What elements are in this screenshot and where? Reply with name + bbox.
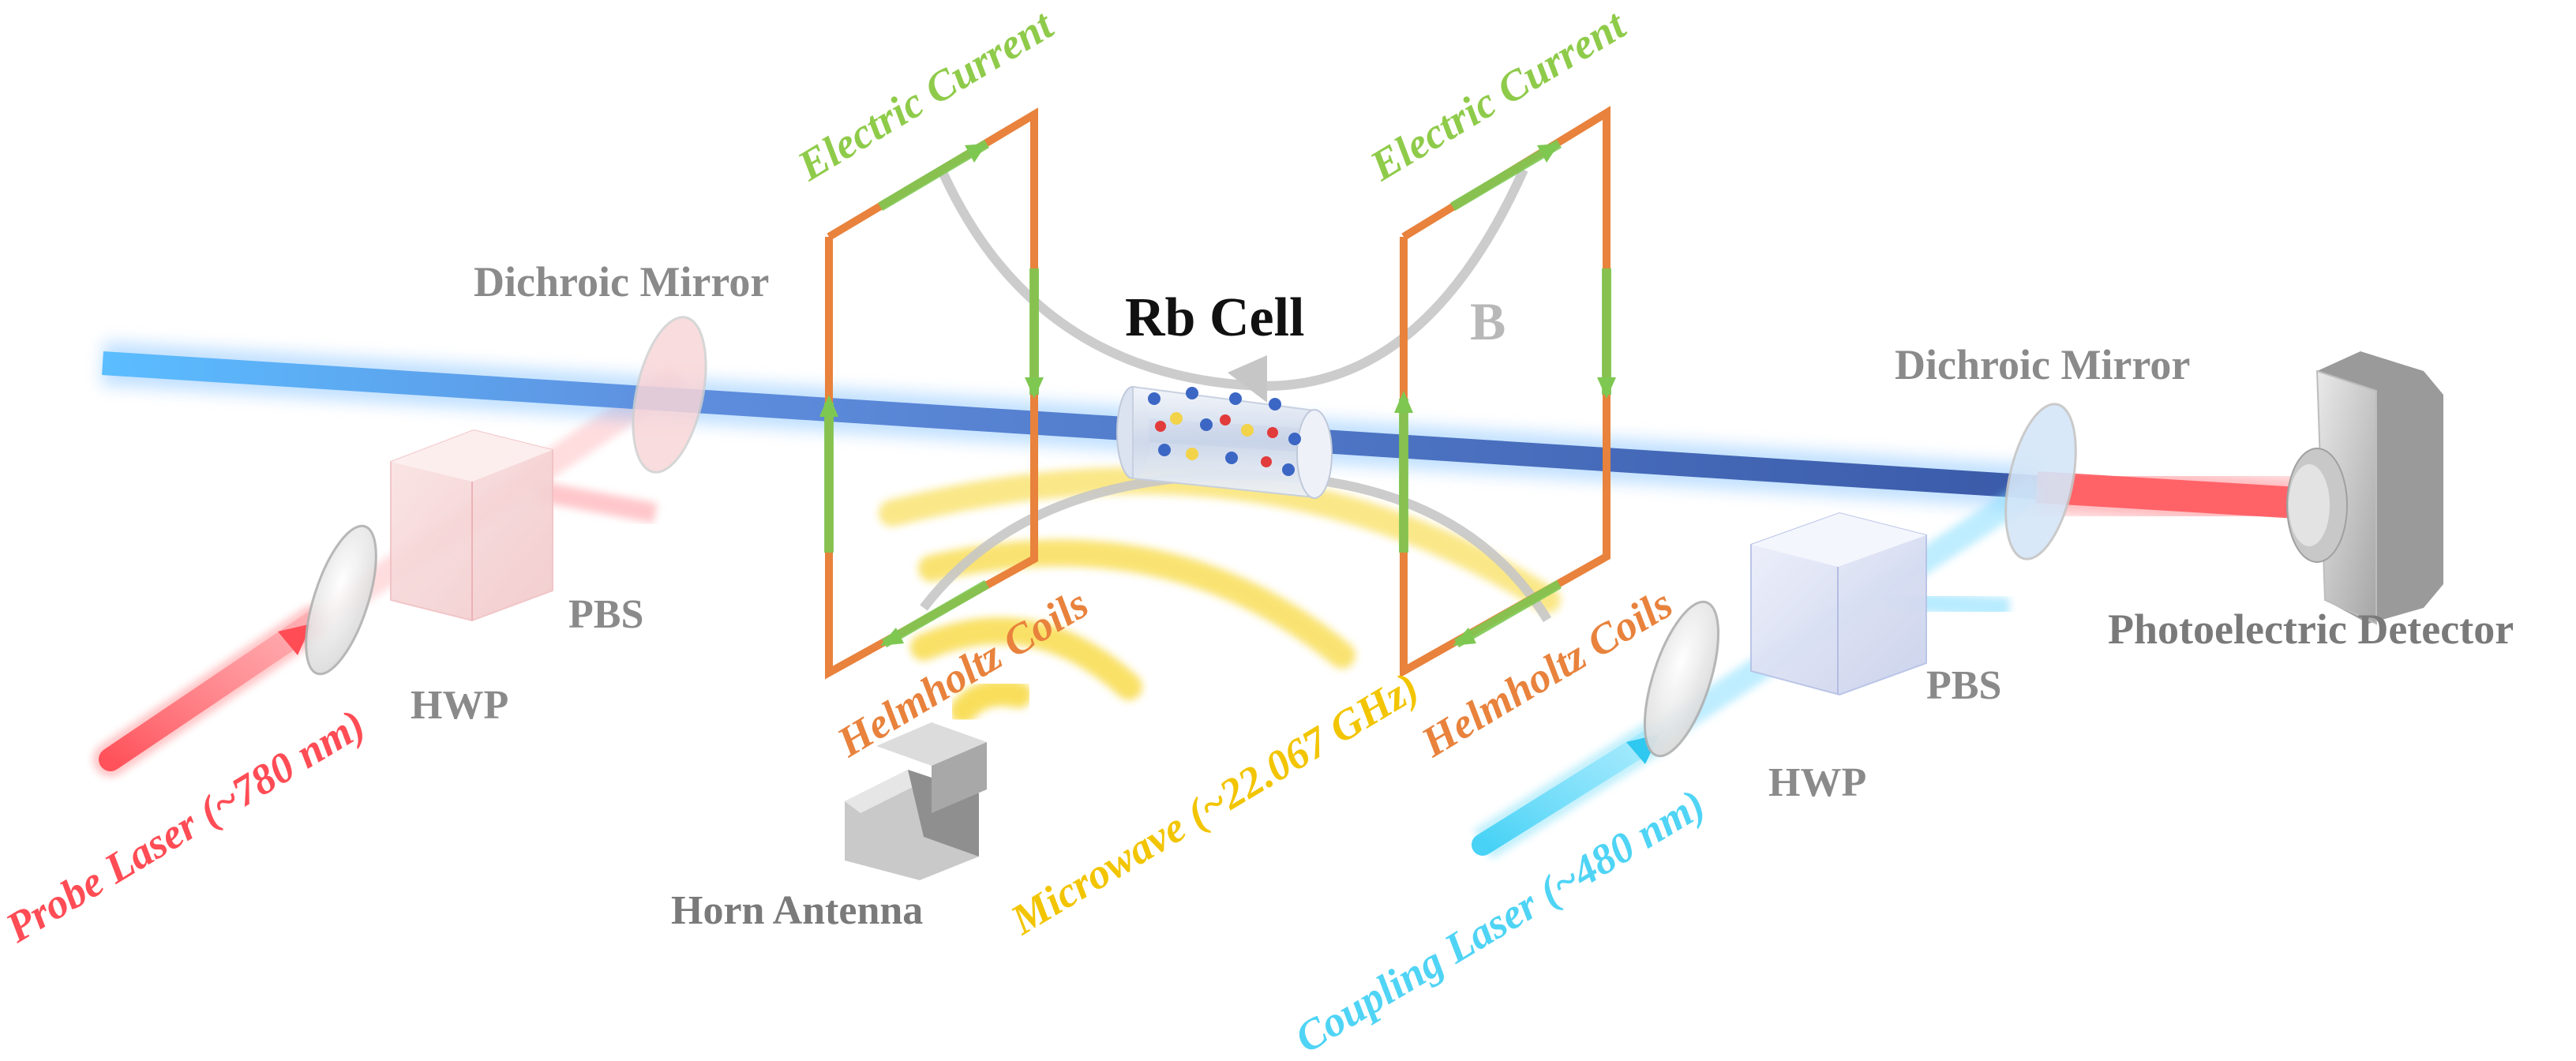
current-arrow-icon — [1025, 377, 1044, 399]
labels: Rb Cell B Electric Current Electric Curr… — [0, 0, 2514, 1061]
dichroic-mirror-left — [632, 316, 707, 474]
rb-cell — [1116, 385, 1333, 499]
rb-atoms — [1148, 387, 1301, 476]
dichroic-mirror-right — [2004, 403, 2077, 560]
hwp-label-right: HWP — [1768, 760, 1866, 805]
current-arrow-icon — [880, 628, 904, 646]
horn-antenna — [845, 722, 987, 880]
b-field-arrow-icon — [1228, 355, 1267, 403]
dichroic-mirror-label-left: Dichroic Mirror — [474, 258, 769, 306]
photoelectric-detector-label: Photoelectric Detector — [2108, 605, 2514, 653]
current-arrow-icon — [1537, 144, 1559, 163]
hwp-left-plate — [305, 524, 377, 676]
hwp-label-left: HWP — [411, 683, 508, 728]
microwave-label: Microwave (~22.067 GHz) — [1002, 663, 1427, 944]
photoelectric-detector — [2286, 351, 2443, 625]
electric-current-label-left: Electric Current — [789, 0, 1062, 190]
current-arrow-icon — [965, 144, 987, 163]
dichroic-mirror-label-right: Dichroic Mirror — [1895, 341, 2190, 388]
horn-antenna-label: Horn Antenna — [671, 888, 923, 933]
b-field-label: B — [1470, 291, 1505, 351]
probe-beam-arrow-icon — [278, 624, 312, 655]
pbs-rejected-probe-beam — [534, 481, 658, 523]
current-arrow-icon — [819, 395, 838, 417]
electric-current-label-right: Electric Current — [1361, 0, 1634, 190]
current-arrow-icon — [1597, 377, 1616, 399]
pbs-label-left: PBS — [568, 592, 643, 637]
probe-laser-label: Probe Laser (~780 nm) — [0, 700, 373, 952]
hwp-right-plate — [1643, 600, 1720, 758]
pbs-left-cube — [390, 429, 553, 622]
current-arrow-icon — [1394, 391, 1413, 413]
pbs-right-cube — [1750, 512, 1927, 696]
pbs-label-right: PBS — [1926, 663, 2001, 708]
helmholtz-coil-left — [819, 107, 1044, 680]
current-arrow-icon — [1453, 628, 1476, 646]
rb-cell-label: Rb Cell — [1125, 287, 1305, 348]
helmholtz-coil-right — [1394, 106, 1616, 678]
